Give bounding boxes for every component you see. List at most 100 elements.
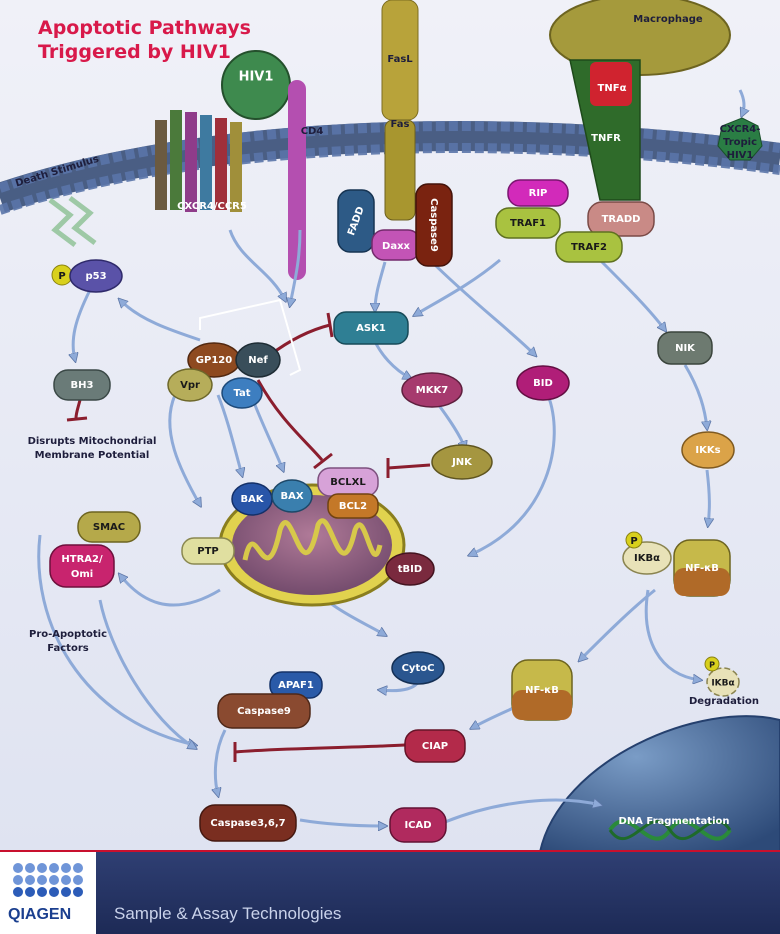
cd4-label: CD4	[301, 126, 324, 137]
node-p53[interactable]: p53	[69, 259, 123, 293]
bcl2-label: BCL2	[339, 501, 367, 512]
smac-label: SMAC	[93, 522, 125, 533]
node-traf2[interactable]: TRAF2	[555, 231, 623, 263]
node-bclxl[interactable]: BCLXL	[317, 467, 379, 497]
ikba-degradation-label: Degradation	[689, 696, 759, 707]
node-ikba-degradation[interactable]: IKBα P	[704, 656, 740, 697]
node-daxx[interactable]: Daxx	[371, 229, 421, 261]
ask1-label: ASK1	[356, 323, 386, 334]
cd4-receptor	[288, 80, 306, 280]
tradd-label: TRADD	[602, 214, 641, 225]
traf1-label: TRAF1	[510, 218, 546, 229]
node-nfkb-bottom[interactable]: NF-κB	[511, 659, 573, 721]
node-cytoc[interactable]: CytoC	[391, 651, 445, 685]
ikba-degradation-node-label: IKBα	[711, 679, 734, 689]
node-caspase9-top[interactable]: Caspase9	[415, 183, 453, 267]
node-htra2[interactable]: HTRA2/Omi	[49, 544, 115, 588]
title-line-2: Triggered by HIV1	[38, 41, 231, 63]
node-ptp[interactable]: PTP	[181, 537, 235, 565]
cxcr4-tropic-line2: Tropic	[723, 137, 757, 148]
caspase367-label: Caspase3,6,7	[210, 818, 285, 829]
ikks-label: IKKs	[695, 445, 720, 456]
daxx-label: Daxx	[382, 241, 410, 252]
nef-label: Nef	[248, 355, 268, 366]
cxcr4-ccr5-label: CXCR4/CCR5	[177, 201, 247, 212]
dna-helix-strand-2	[608, 820, 732, 840]
tnfa-label: TNFα	[598, 83, 627, 94]
fasl-label: FasL	[387, 54, 413, 65]
node-bid[interactable]: BID	[516, 365, 570, 401]
htra2-label-2: Omi	[71, 569, 93, 580]
node-ciap[interactable]: CIAP	[404, 729, 466, 763]
page-title: Apoptotic Pathways Triggered by HIV1	[38, 16, 251, 64]
node-icad[interactable]: ICAD	[389, 807, 447, 843]
node-bcl2[interactable]: BCL2	[327, 493, 379, 519]
mitochondrion-cristae	[242, 518, 383, 561]
tnfa-ligand	[590, 62, 632, 106]
macrophage-label: Macrophage	[633, 14, 703, 25]
node-rip[interactable]: RIP	[507, 179, 569, 207]
gp120-nef-bracket	[199, 298, 302, 376]
bh3-label: BH3	[71, 380, 94, 391]
ikba2-phospho-label: P	[709, 661, 715, 670]
dna-fragmentation-label: DNA Fragmentation	[619, 816, 730, 827]
fas-receptor	[384, 119, 416, 221]
hiv1-label: HIV1	[239, 70, 274, 85]
rip-label: RIP	[529, 188, 548, 199]
node-caspase367[interactable]: Caspase3,6,7	[199, 804, 297, 842]
nfkb-bottom-label: NF-κB	[525, 685, 559, 696]
bax-label: BAX	[280, 491, 303, 502]
cell-membrane	[0, 121, 780, 215]
fas-label: Fas	[391, 119, 410, 130]
node-jnk[interactable]: JNK	[431, 444, 493, 480]
node-ikba[interactable]: IKBα	[622, 541, 672, 575]
node-nef[interactable]: Nef	[235, 342, 281, 378]
death-stimulus-bolt	[48, 198, 77, 247]
gp120-label: GP120	[196, 355, 232, 366]
vpr-label: Vpr	[180, 380, 200, 391]
nfkb-top-label: NF-κB	[685, 563, 719, 574]
cxcr4-tropic-virus	[717, 117, 763, 161]
cxcr4-ccr5-receptor	[155, 110, 242, 212]
node-nik[interactable]: NIK	[657, 331, 713, 365]
node-vpr[interactable]: Vpr	[167, 368, 213, 402]
cytoc-label: CytoC	[402, 663, 435, 674]
node-ikks[interactable]: IKKs	[681, 431, 735, 469]
mkk7-label: MKK7	[416, 385, 448, 396]
logo-text: QIAGEN	[8, 906, 72, 923]
node-tat[interactable]: Tat	[221, 377, 263, 409]
nik-label: NIK	[675, 343, 696, 354]
node-tradd[interactable]: TRADD	[587, 201, 655, 237]
ptp-label: PTP	[197, 546, 218, 557]
qiagen-logo: QIAGEN	[0, 852, 96, 934]
node-mkk7[interactable]: MKK7	[401, 372, 463, 408]
node-smac[interactable]: SMAC	[77, 511, 141, 543]
p53-phospho-label: P	[58, 271, 65, 282]
node-caspase9[interactable]: Caspase9	[217, 693, 311, 729]
bak-label: BAK	[240, 494, 264, 505]
logo-dots-icon	[13, 863, 83, 897]
jnk-label: JNK	[451, 457, 473, 468]
node-fadd[interactable]: FADD	[337, 189, 375, 253]
tagline: Sample & Assay Technologies	[114, 904, 342, 923]
bid-label: BID	[533, 378, 553, 389]
node-traf1[interactable]: TRAF1	[495, 207, 561, 239]
ikba-phospho-label: P	[630, 536, 637, 547]
cxcr4-tropic-line1: CXCR4-	[720, 124, 761, 135]
tat-label: Tat	[233, 388, 250, 399]
footer-stripe	[0, 850, 780, 853]
node-ikba-phospho: P	[625, 531, 643, 549]
cxcr4-tropic-line3: HIV1	[727, 150, 754, 161]
node-nfkb-top[interactable]: NF-κB	[673, 539, 731, 597]
node-tbid[interactable]: tBID	[385, 552, 435, 586]
node-bh3[interactable]: BH3	[53, 369, 111, 401]
htra2-label-1: HTRA2/	[61, 554, 103, 565]
pro-apoptotic-line2: Factors	[47, 643, 89, 654]
node-bax[interactable]: BAX	[271, 479, 313, 513]
disrupts-line1: Disrupts Mitochondrial	[28, 436, 157, 447]
node-bak[interactable]: BAK	[231, 482, 273, 516]
caspase9-label: Caspase9	[237, 706, 291, 717]
node-ask1[interactable]: ASK1	[333, 311, 409, 345]
apaf1-label: APAF1	[278, 680, 314, 691]
bclxl-label: BCLXL	[330, 477, 366, 488]
